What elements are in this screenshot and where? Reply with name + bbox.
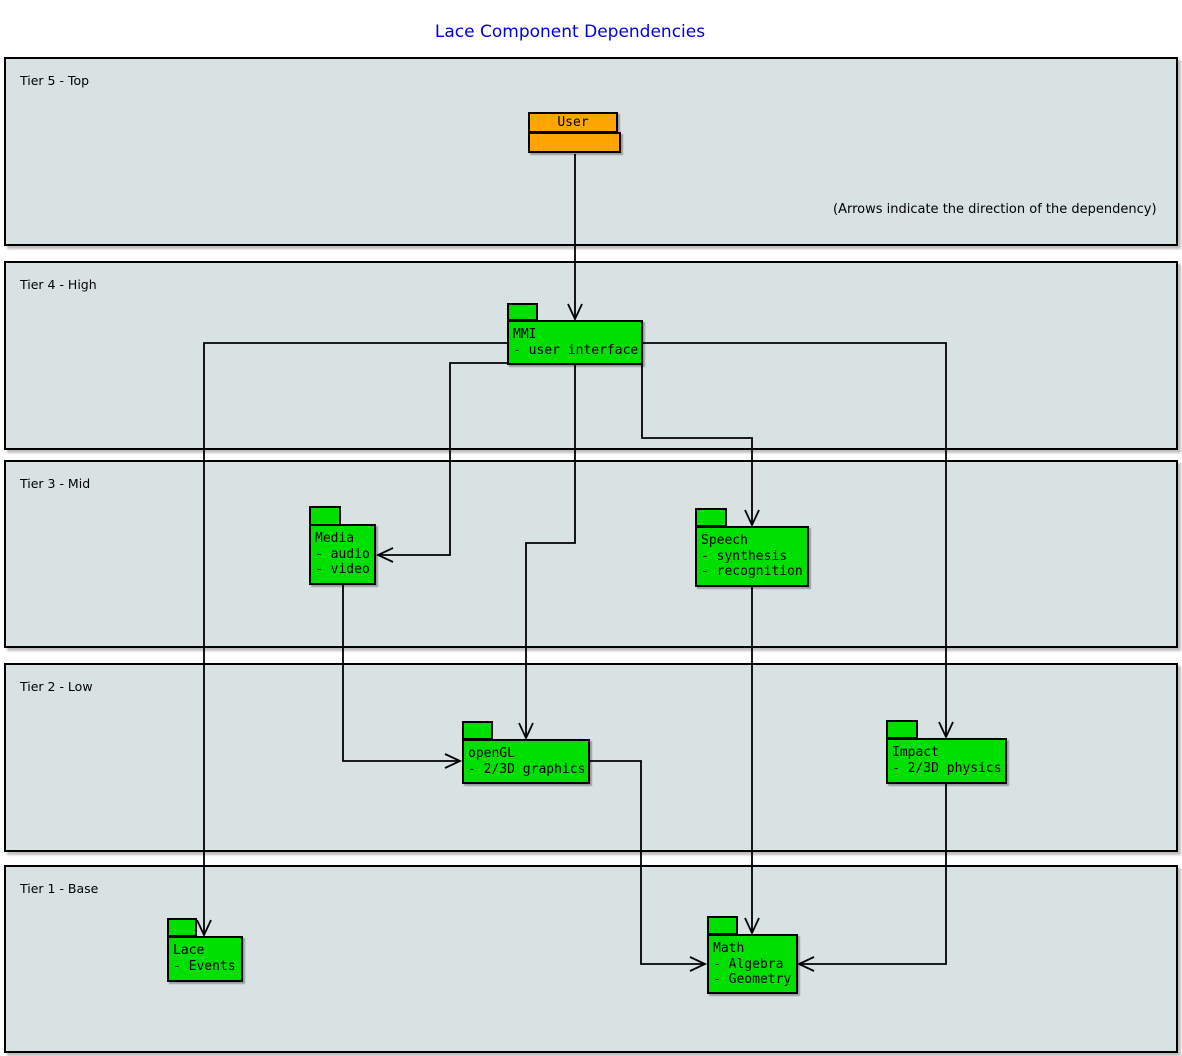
package-media-tab [309,506,341,526]
edge-impact-to-math-arrowhead [796,956,815,972]
edge-mmi-to-speech [641,364,753,524]
package-mmi-name: MMI [513,327,537,342]
package-speech: Speech - synthesis - recognition [695,526,809,587]
package-mmi: MMI - user interface [507,320,643,365]
edge-mmi-to-media [379,362,507,556]
package-opengl-tab [462,721,493,740]
tier-3-label: Tier 3 - Mid [20,476,91,491]
edge-media-to-opengl-arrowhead [444,753,463,769]
edge-mmi-to-media-arrowhead [375,547,394,563]
tier-2-label: Tier 2 - Low [20,679,93,694]
node-user-applet-label-box: User Applet [528,112,618,148]
package-lace-tab [167,918,197,937]
diagram-title: Lace Component Dependencies [434,22,706,42]
tier-band-2: Tier 2 - Low [4,663,1178,852]
tier-band-3: Tier 3 - Mid [4,460,1178,648]
edge-user-applet-to-mmi-arrowhead [567,303,583,322]
package-impact: Impact - 2/3D physics [886,738,1007,784]
package-math-detail: - Algebra [713,956,784,972]
package-lace: Lace - Events [167,936,243,982]
package-math-tab [707,916,738,935]
node-user-applet-body-box [528,132,621,153]
package-mmi-detail: - user interface [513,342,639,358]
edge-opengl-to-math [589,760,704,965]
package-opengl-detail: - 2/3D graphics [468,761,586,777]
package-math-detail: - Geometry [713,972,792,987]
package-media: Media - audio - video [309,524,376,585]
package-opengl-name: openGL [468,746,515,761]
tier-1-label: Tier 1 - Base [20,881,99,896]
package-media-detail: - video [315,562,370,577]
edge-opengl-to-math-arrowhead [689,956,708,972]
edge-mmi-to-impact [642,342,947,736]
package-media-name: Media [315,531,355,546]
package-opengl: openGL - 2/3D graphics [462,739,590,784]
package-lace-detail: - Events [173,958,236,974]
dependency-direction-note: (Arrows indicate the direction of the de… [833,202,1157,217]
package-impact-name: Impact [892,745,939,760]
edge-mmi-to-speech-arrowhead [744,509,760,528]
package-math: Math - Algebra - Geometry [707,934,798,994]
edge-media-to-opengl [342,585,459,762]
package-speech-name: Speech [701,533,748,548]
edge-impact-to-math [800,783,947,965]
edge-mmi-to-impact-arrowhead [938,721,954,740]
edge-mmi-to-opengl [525,364,576,737]
edge-mmi-to-lace [203,342,507,934]
package-math-name: Math [713,941,745,956]
package-mmi-tab [507,303,538,321]
edge-speech-to-math-arrowhead [744,917,760,936]
package-speech-detail: - recognition [701,564,803,579]
package-impact-detail: - 2/3D physics [892,760,1002,776]
package-lace-name: Lace [173,943,205,958]
tier-4-label: Tier 4 - High [20,277,97,292]
package-speech-tab [695,508,727,527]
edge-mmi-to-lace-arrowhead [196,919,212,938]
package-speech-detail: - synthesis [701,548,788,564]
package-media-detail: - audio [315,546,370,562]
edge-mmi-to-opengl-arrowhead [518,722,534,741]
tier-5-label: Tier 5 - Top [20,73,90,88]
package-impact-tab [886,720,918,739]
